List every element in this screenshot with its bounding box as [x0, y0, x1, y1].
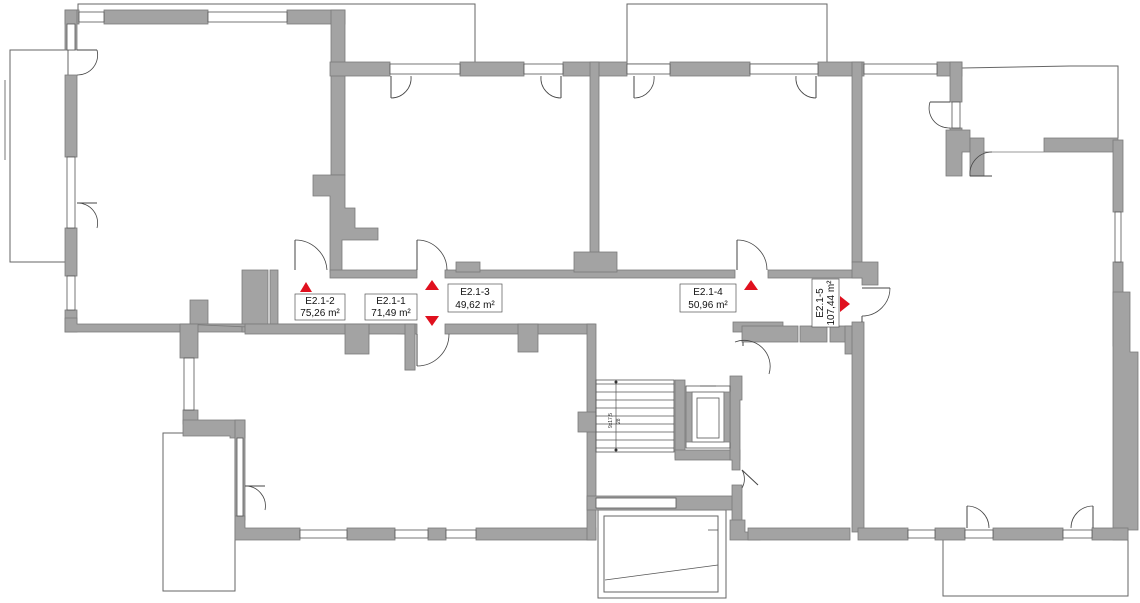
- stair-spec-text: 9x17,5: [608, 413, 614, 428]
- stair-sub-text: 28: [616, 418, 622, 424]
- elevator: [685, 385, 731, 449]
- unit-label-e2-1-2: E2.1-2 75,26 m²: [294, 293, 346, 321]
- entrance-markers: [300, 280, 850, 326]
- unit-area: 107,44 m²: [826, 280, 837, 326]
- unit-id: E2.1-4: [693, 287, 723, 298]
- unit-label-e2-1-1: E2.1-1 71,49 m²: [364, 293, 418, 321]
- unit-area: 49,62 m²: [455, 300, 495, 311]
- unit-label-e2-1-4: E2.1-4 50,96 m²: [679, 283, 737, 313]
- entrance-marker-e2-1-1: [425, 280, 439, 290]
- unit-area: 50,96 m²: [688, 300, 728, 311]
- unit-id: E2.1-1: [376, 296, 406, 307]
- unit-label-e2-1-3: E2.1-3 49,62 m²: [447, 283, 503, 313]
- unit-id: E2.1-3: [460, 287, 490, 298]
- unit-area: 71,49 m²: [371, 308, 411, 319]
- unit-id: E2.1-2: [305, 296, 335, 307]
- unit-label-e2-1-5: E2.1-5 107,44 m²: [811, 278, 840, 328]
- windows: [66, 11, 1122, 539]
- staircase: 9x17,5 28: [595, 379, 675, 453]
- walls: [64, 9, 1139, 541]
- entrance-marker-e2-1-4: [744, 280, 758, 290]
- doors: [76, 49, 1094, 529]
- entrance-marker-e2-1-5: [840, 296, 850, 312]
- unit-area: 75,26 m²: [300, 308, 340, 319]
- entrance-marker-e2-1-2: [300, 282, 312, 292]
- entrance-marker-e2-1-1-lower: [425, 316, 439, 326]
- unit-id: E2.1-5: [815, 288, 826, 318]
